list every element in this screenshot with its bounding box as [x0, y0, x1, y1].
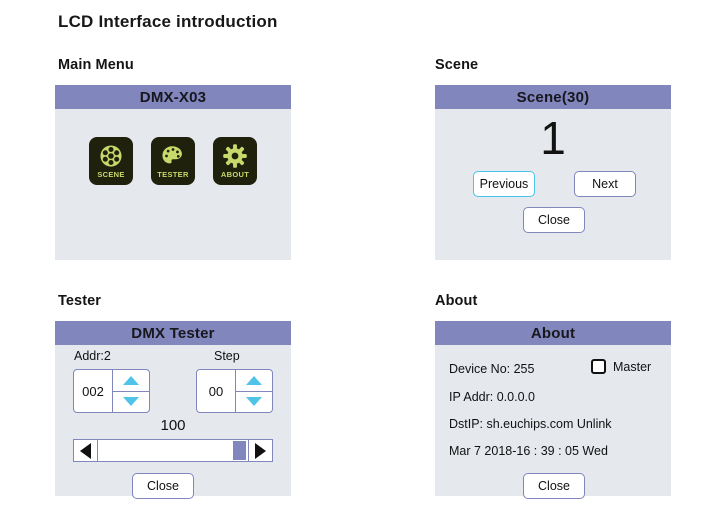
step-increment-button[interactable]: [236, 370, 272, 392]
addr-caption: Addr:2: [74, 349, 111, 363]
scene-panel-title: Scene(30): [435, 85, 671, 109]
triangle-down-icon: [123, 397, 139, 407]
triangle-left-icon: [80, 442, 91, 459]
master-label: Master: [613, 359, 652, 374]
scene-close-button[interactable]: Close: [523, 207, 585, 233]
step-caption: Step: [214, 349, 240, 363]
slider-decrease-button[interactable]: [74, 440, 98, 461]
section-label-about: About: [435, 293, 478, 309]
scene-panel-body: 1 Previous Next Close: [435, 109, 671, 260]
page-title: LCD Interface introduction: [58, 12, 278, 31]
triangle-right-icon: [255, 442, 266, 459]
menu-tile-tester-label: TESTER: [157, 170, 189, 179]
step-decrement-button[interactable]: [236, 392, 272, 413]
section-label-main-menu: Main Menu: [58, 57, 134, 73]
master-checkbox-group[interactable]: Master: [591, 359, 651, 374]
triangle-up-icon: [246, 375, 262, 385]
triangle-up-icon: [123, 375, 139, 385]
main-menu-panel-title: DMX-X03: [55, 85, 291, 109]
addr-value: 002: [82, 383, 104, 399]
step-value: 00: [208, 383, 224, 399]
about-panel: About Device No: 255 Master IP Addr: 0.0…: [435, 321, 671, 499]
scene-next-button[interactable]: Next: [574, 171, 636, 197]
menu-tile-scene[interactable]: SCENE: [89, 137, 133, 185]
gear-icon: [222, 143, 248, 169]
menu-tile-about-label: ABOUT: [220, 170, 250, 179]
about-panel-body: Device No: 255 Master IP Addr: 0.0.0.0 D…: [435, 345, 671, 499]
section-label-tester: Tester: [58, 293, 102, 309]
step-stepper[interactable]: 00: [196, 369, 273, 413]
about-panel-title: About: [435, 321, 671, 345]
menu-tile-about[interactable]: ABOUT: [213, 137, 257, 185]
main-menu-icon-row: SCENE TESTER: [55, 137, 291, 185]
master-checkbox[interactable]: [591, 359, 606, 374]
scene-number-display: 1: [540, 112, 566, 164]
dst-ip-text: DstIP: sh.euchips.com Unlink: [449, 417, 612, 431]
tester-panel-body: Addr:2 002 Step 00: [55, 345, 291, 499]
ip-addr-text: IP Addr: 0.0.0.0: [449, 390, 535, 404]
main-menu-panel-body: SCENE TESTER: [55, 109, 291, 260]
scene-previous-button[interactable]: Previous: [473, 171, 535, 197]
menu-tile-scene-label: SCENE: [97, 170, 125, 179]
addr-stepper[interactable]: 002: [73, 369, 150, 413]
about-close-button[interactable]: Close: [523, 473, 585, 499]
film-reel-icon: [98, 143, 124, 169]
slider-rail[interactable]: [98, 440, 248, 461]
paint-palette-icon: [160, 143, 186, 169]
device-no-text: Device No: 255: [449, 362, 535, 376]
slider-thumb[interactable]: [233, 441, 246, 460]
slider-increase-button[interactable]: [248, 440, 272, 461]
level-slider[interactable]: [73, 439, 273, 462]
scene-panel: Scene(30) 1 Previous Next Close: [435, 85, 671, 260]
addr-arrows: [112, 370, 149, 412]
section-label-scene: Scene: [435, 57, 479, 73]
triangle-down-icon: [246, 397, 262, 407]
tester-panel: DMX Tester Addr:2 002 Step 00: [55, 321, 291, 499]
main-menu-panel: DMX-X03 SCENE: [55, 85, 291, 260]
menu-tile-tester[interactable]: TESTER: [151, 137, 195, 185]
slider-value-label: 100: [160, 417, 186, 434]
tester-panel-title: DMX Tester: [55, 321, 291, 345]
tester-close-button[interactable]: Close: [132, 473, 194, 499]
addr-increment-button[interactable]: [113, 370, 149, 392]
step-arrows: [235, 370, 272, 412]
datetime-text: Mar 7 2018-16 : 39 : 05 Wed: [449, 444, 608, 458]
addr-decrement-button[interactable]: [113, 392, 149, 413]
